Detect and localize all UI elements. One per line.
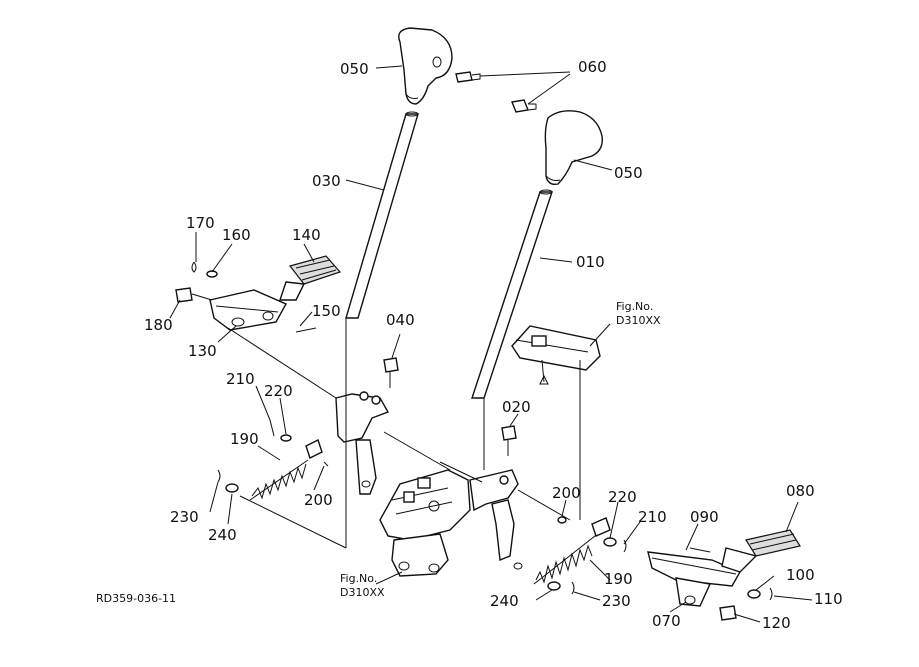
label-080: 080 [786,482,815,500]
right-pedal-assembly [647,529,801,621]
label-170: 170 [186,214,215,232]
label-040: 040 [386,311,415,329]
fig-ref-bottom-line1: Fig.No. [340,572,377,585]
label-130: 130 [188,342,217,360]
fig-reference-top: Fig.No. D310XX [616,300,661,327]
fig-ref-bottom-line2: D310XX [340,586,385,599]
label-210-left: 210 [226,370,255,388]
left-bolt-040 [383,357,399,388]
label-120: 120 [762,614,791,632]
label-150: 150 [312,302,341,320]
part-labels: 050 060 050 030 010 170 160 140 150 180 … [144,58,843,632]
left-lever-knob [398,27,453,105]
label-160: 160 [222,226,251,244]
right-bolt-020 [501,425,517,456]
label-030: 030 [312,172,341,190]
label-110: 110 [814,590,843,608]
label-090: 090 [690,508,719,526]
right-lever-knob [544,110,603,186]
left-knob-screw [455,71,481,83]
label-200-right: 200 [552,484,581,502]
right-lever-rod [471,189,553,399]
label-020: 020 [502,398,531,416]
label-220-right: 220 [608,488,637,506]
left-bracket [335,391,390,495]
label-230-right: 230 [602,592,631,610]
label-220-left: 220 [264,382,293,400]
label-100: 100 [786,566,815,584]
left-spring [217,419,329,501]
label-180: 180 [144,316,173,334]
label-060: 060 [578,58,607,76]
left-pedal-assembly [175,255,342,333]
leader-lines [169,65,813,623]
fig-ref-top-line1: Fig.No. [616,300,653,313]
label-190-right: 190 [604,570,633,588]
transmission-shift-body [379,469,471,577]
fig-ref-top-line2: D310XX [616,314,661,327]
right-spring [533,516,627,595]
fig-reference-bottom: Fig.No. D310XX [340,572,385,599]
right-knob-screw [511,99,537,113]
reference-code: RD359-036-11 [96,592,176,605]
label-010: 010 [576,253,605,271]
label-230-left: 230 [170,508,199,526]
label-210-right: 210 [638,508,667,526]
label-240-left: 240 [208,526,237,544]
label-070: 070 [652,612,681,630]
left-lever-rod [345,111,419,319]
right-bracket [469,469,523,570]
label-140: 140 [292,226,321,244]
upper-mount-plate [511,325,601,385]
label-240-right: 240 [490,592,519,610]
label-190-left: 190 [230,430,259,448]
label-050-left: 050 [340,60,369,78]
reference-lines [227,318,581,549]
label-050-right: 050 [614,164,643,182]
label-200-left: 200 [304,491,333,509]
